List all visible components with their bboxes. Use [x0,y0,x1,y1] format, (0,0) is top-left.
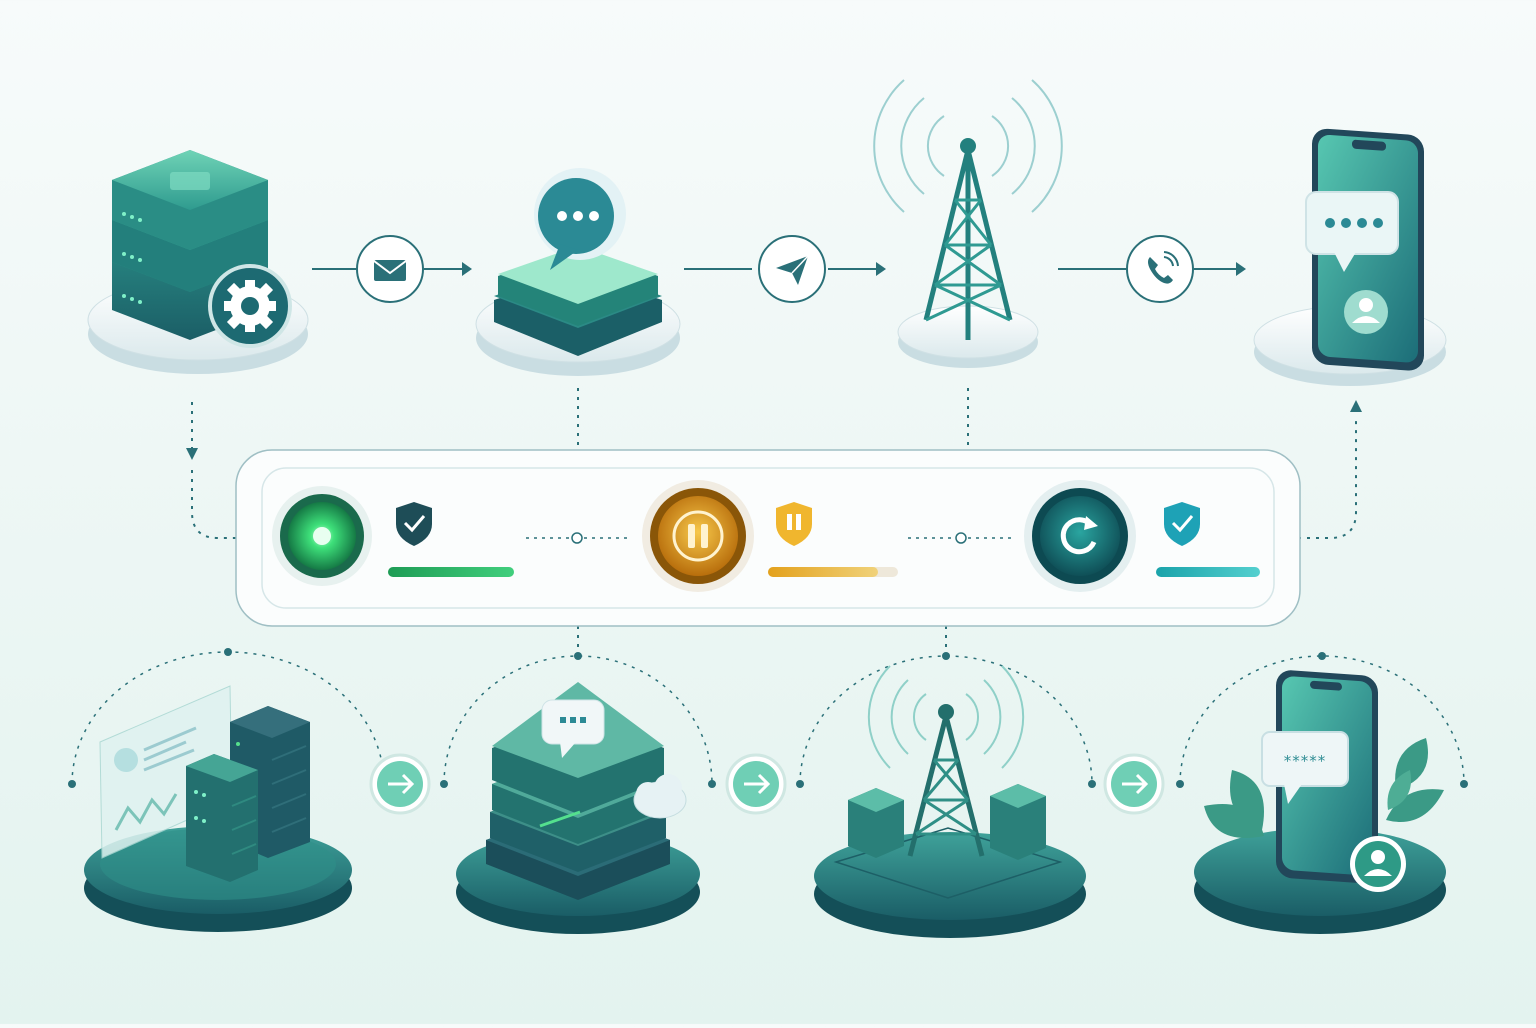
shield-check-icon [396,502,432,546]
tower-datacenter [814,665,1086,938]
server-box-right [990,784,1046,860]
bottom-arrow-3 [1103,753,1165,815]
server-rack-icon [186,706,310,882]
pause-icon [672,510,724,562]
leaf-icon [1204,738,1444,838]
refresh-icon [1060,516,1098,555]
top-connector-2 [684,235,886,303]
server-with-gear [87,150,309,374]
status-active [272,486,514,586]
progress-bar-paused [768,567,878,577]
top-connector-3 [1058,235,1246,303]
arrow-right-icon [388,773,415,795]
user-avatar-icon [1344,290,1388,334]
cloud-icon [633,774,687,819]
dashboard-panel [99,685,233,859]
user-avatar-icon [1350,836,1406,892]
chat-bubble-icon [541,699,605,758]
arrow-right-icon [1122,773,1149,795]
top-connector-1 [312,235,472,303]
shield-check-icon [1164,502,1200,546]
rating-bubble: ***** [1261,731,1349,804]
phone-review: ***** [1194,670,1446,934]
signal-waves-icon [873,79,1063,213]
status-panel [235,449,1301,627]
shield-pause-icon [776,502,812,546]
rating-stars-text: ***** [1284,752,1327,770]
signal-waves-icon [867,665,1025,769]
phone-call-icon [1148,251,1179,284]
status-paused [642,480,898,592]
message-stack [456,682,700,934]
paper-plane-icon [776,255,809,285]
dashboard-servers [84,685,352,932]
gear-icon [208,264,292,348]
server-box-left [848,788,904,858]
chat-bubble-icon [1305,191,1399,272]
progress-bar-active [388,567,514,577]
cell-tower [873,79,1063,368]
progress-bar-retry [1156,567,1260,577]
bottom-arrow-2 [725,753,787,815]
arrow-right-icon [744,773,771,795]
chat-bubble-icon [534,168,626,270]
smartphone [1253,128,1447,386]
message-platform [475,168,681,376]
envelope-icon [373,260,407,281]
bottom-arrow-1 [369,753,431,815]
status-retry [1024,480,1260,592]
top-to-panel-links [191,388,1357,656]
